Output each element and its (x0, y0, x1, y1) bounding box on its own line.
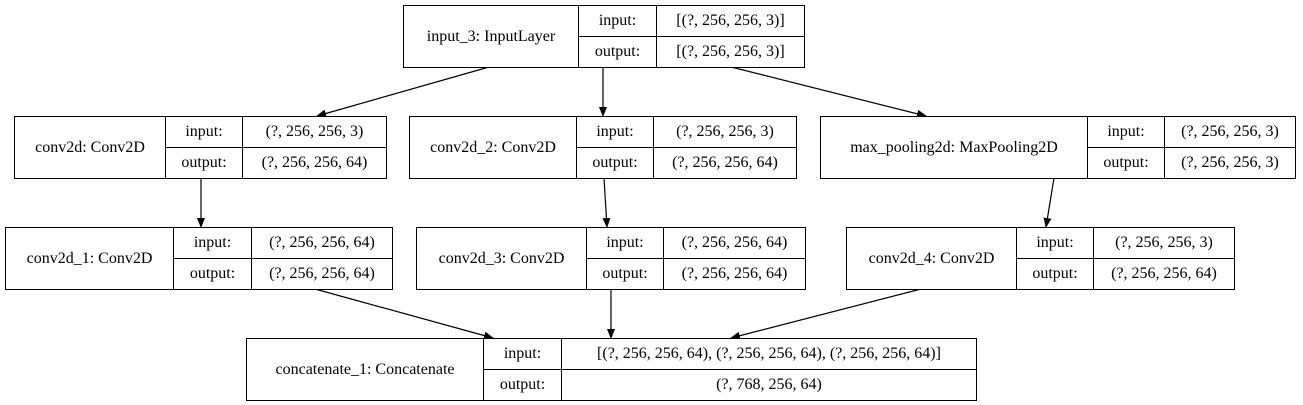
input-label: input: (596, 123, 634, 140)
output-shape: (?, 256, 256, 64) (243, 147, 386, 178)
node-name: conv2d_2: Conv2D (410, 117, 577, 178)
node-io-values: (?, 256, 256, 3) (?, 256, 256, 64) (1094, 228, 1234, 289)
node-io-labels: input: output: (484, 339, 562, 400)
input-shape: (?, 256, 256, 3) (265, 123, 364, 140)
node-io-values: [(?, 256, 256, 3)] [(?, 256, 256, 3)] (657, 6, 804, 67)
input-label: input: (1036, 234, 1074, 251)
node-io-values: (?, 256, 256, 64) (?, 256, 256, 64) (252, 228, 392, 289)
node-io-labels: input: output: (174, 228, 252, 289)
output-label: output: (1088, 147, 1164, 178)
output-shape: (?, 256, 256, 3) (1165, 147, 1295, 178)
node-name: conv2d_4: Conv2D (847, 228, 1017, 289)
node-conv2d_3: conv2d_3: Conv2D input: output: (?, 256,… (416, 227, 806, 290)
node-name: conv2d_3: Conv2D (417, 228, 587, 289)
node-io-labels: input: output: (579, 6, 657, 67)
node-conv2d_2: conv2d_2: Conv2D input: output: (?, 256,… (409, 116, 797, 179)
input-label: input: (503, 345, 542, 362)
output-label: output: (174, 258, 251, 289)
output-shape: (?, 768, 256, 64) (562, 369, 976, 400)
node-io-values: (?, 256, 256, 64) (?, 256, 256, 64) (664, 228, 805, 289)
node-name: conv2d: Conv2D (15, 117, 166, 178)
edge-conv2d_1-to-concatenate_1 (314, 288, 494, 340)
input-label: input: (185, 123, 223, 140)
input-shape: (?, 256, 256, 64) (681, 234, 788, 251)
node-conv2d_1: conv2d_1: Conv2D input: output: (?, 256,… (5, 227, 393, 290)
node-max_pooling2d: max_pooling2d: MaxPooling2D input: outpu… (820, 116, 1296, 179)
node-conv2d_4: conv2d_4: Conv2D input: output: (?, 256,… (846, 227, 1235, 290)
edge-conv2d_2-to-conv2d_3 (602, 177, 611, 228)
node-io-labels: input: output: (1017, 228, 1094, 289)
edge-conv2d_4-to-concatenate_1 (730, 288, 922, 340)
input-shape: (?, 256, 256, 64) (269, 234, 375, 251)
input-shape: [(?, 256, 256, 3)] (676, 12, 785, 29)
output-label: output: (1017, 258, 1093, 289)
node-io-labels: input: output: (166, 117, 243, 178)
node-conv2d: conv2d: Conv2D input: output: (?, 256, 2… (14, 116, 387, 179)
edge-max_pooling2d-to-conv2d_4 (1043, 177, 1055, 228)
input-shape: (?, 256, 256, 3) (1181, 123, 1279, 140)
output-label: output: (587, 258, 663, 289)
input-label: input: (606, 234, 644, 251)
node-io-values: (?, 256, 256, 3) (?, 256, 256, 3) (1165, 117, 1295, 178)
node-concatenate_1: concatenate_1: Concatenate input: output… (246, 338, 977, 401)
node-name: input_3: InputLayer (404, 6, 579, 67)
input-label: input: (598, 12, 637, 29)
edge-input_3-to-max_pooling2d (730, 66, 927, 118)
input-label: input: (1107, 123, 1145, 140)
node-name: concatenate_1: Concatenate (247, 339, 484, 400)
node-input_3: input_3: InputLayer input: output: [(?, … (403, 5, 805, 68)
output-label: output: (484, 369, 561, 400)
input-label: input: (193, 234, 232, 251)
node-name: conv2d_1: Conv2D (6, 228, 174, 289)
output-label: output: (166, 147, 242, 178)
output-shape: (?, 256, 256, 64) (252, 258, 392, 289)
node-io-labels: input: output: (587, 228, 664, 289)
node-io-labels: input: output: (577, 117, 654, 178)
input-shape: (?, 256, 256, 3) (676, 123, 774, 140)
output-shape: (?, 256, 256, 64) (664, 258, 805, 289)
edge-input_3-to-conv2d (316, 66, 490, 118)
input-shape: (?, 256, 256, 3) (1115, 234, 1213, 251)
output-shape: (?, 256, 256, 64) (1094, 258, 1234, 289)
node-io-values: (?, 256, 256, 3) (?, 256, 256, 64) (243, 117, 386, 178)
node-io-values: (?, 256, 256, 3) (?, 256, 256, 64) (654, 117, 796, 178)
output-shape: (?, 256, 256, 64) (654, 147, 796, 178)
output-shape: [(?, 256, 256, 3)] (657, 36, 804, 67)
output-label: output: (577, 147, 653, 178)
output-label: output: (579, 36, 656, 67)
node-name: max_pooling2d: MaxPooling2D (821, 117, 1088, 178)
node-io-labels: input: output: (1088, 117, 1165, 178)
input-shape: [(?, 256, 256, 64), (?, 256, 256, 64), (… (597, 345, 941, 362)
node-io-values: [(?, 256, 256, 64), (?, 256, 256, 64), (… (562, 339, 976, 400)
